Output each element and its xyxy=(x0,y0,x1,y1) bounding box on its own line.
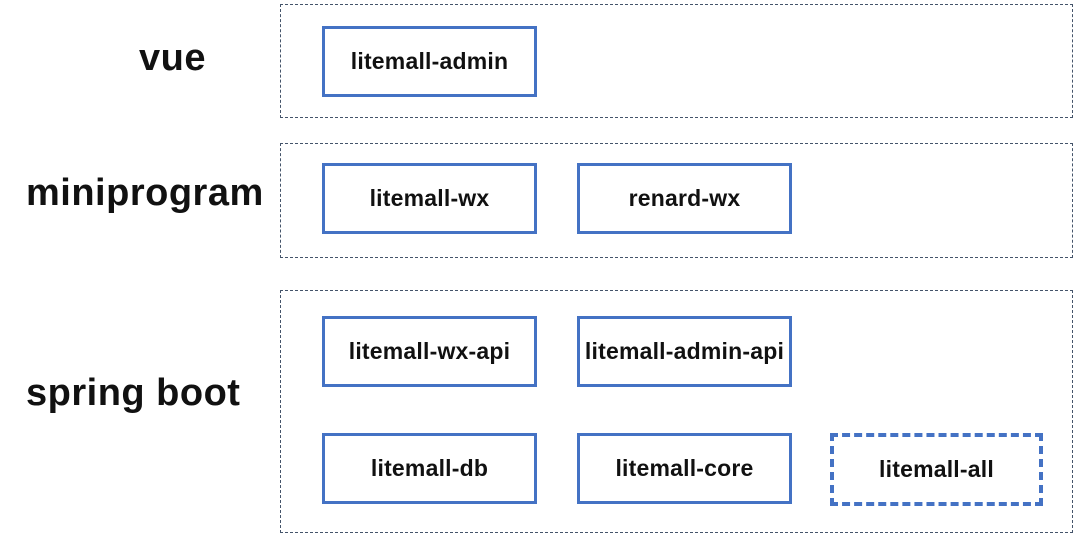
group-spring-boot: litemall-wx-api litemall-admin-api litem… xyxy=(280,290,1073,533)
module-litemall-wx-api: litemall-wx-api xyxy=(322,316,537,387)
module-renard-wx: renard-wx xyxy=(577,163,792,234)
row-label-spring-boot: spring boot xyxy=(26,372,241,414)
module-litemall-wx: litemall-wx xyxy=(322,163,537,234)
module-label: litemall-core xyxy=(615,455,754,481)
row-label-miniprogram: miniprogram xyxy=(26,172,264,214)
module-label: litemall-wx-api xyxy=(348,338,511,364)
module-label: litemall-admin xyxy=(350,48,509,74)
module-label: litemall-db xyxy=(370,455,489,481)
group-miniprogram: litemall-wx renard-wx xyxy=(280,143,1073,258)
module-label: renard-wx xyxy=(628,185,741,211)
module-litemall-all: litemall-all xyxy=(830,433,1043,506)
group-vue: litemall-admin xyxy=(280,4,1073,118)
module-label: litemall-wx xyxy=(369,185,490,211)
module-litemall-core: litemall-core xyxy=(577,433,792,504)
module-litemall-admin-api: litemall-admin-api xyxy=(577,316,792,387)
module-label: litemall-all xyxy=(879,456,994,482)
module-litemall-admin: litemall-admin xyxy=(322,26,537,97)
module-litemall-db: litemall-db xyxy=(322,433,537,504)
module-label: litemall-admin-api xyxy=(584,338,785,364)
row-label-vue: vue xyxy=(139,37,206,79)
